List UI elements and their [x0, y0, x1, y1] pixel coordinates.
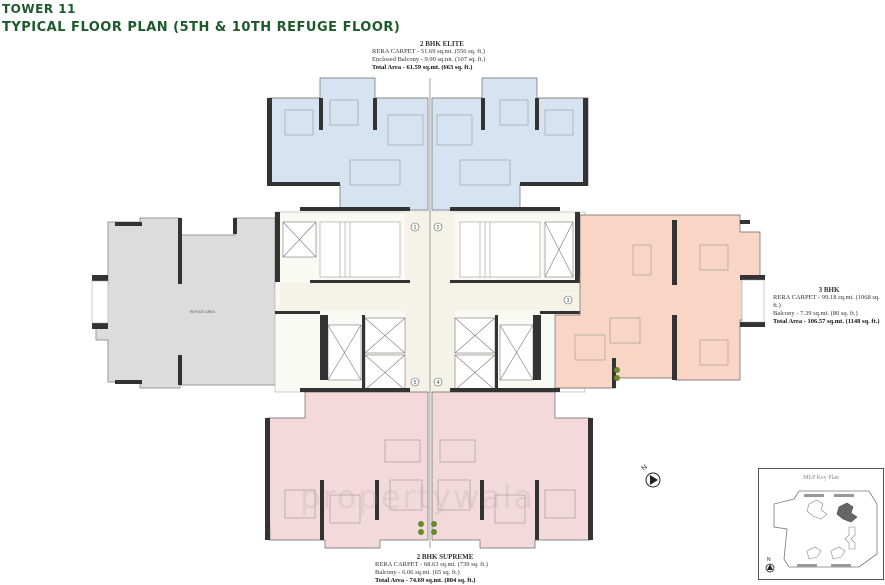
svg-text:1: 1 [414, 225, 417, 231]
elite-name: 2 BHK ELITE [420, 40, 464, 48]
three-bhk-total: Total Area - 106.57 sq.mt. (1148 sq. ft.… [773, 318, 880, 325]
supreme-area-info: 2 BHK SUPREME RERA CARPET - 68.63 sq.mt.… [375, 553, 515, 585]
tower-title: TOWER 11 [2, 2, 76, 16]
svg-text:3: 3 [567, 298, 570, 304]
elite-total: Total Area - 61.59 sq.mt. (663 sq. ft.) [372, 64, 473, 71]
unit-2bhk-elite [267, 77, 589, 211]
unit-3bhk [554, 214, 765, 389]
supreme-carpet: RERA CARPET - 68.63 sq.mt. (739 sq. ft.) [375, 561, 488, 568]
svg-text:2: 2 [437, 225, 440, 231]
plant-icon [418, 521, 437, 535]
key-plan-map: N [765, 490, 878, 573]
key-plan-title: MLP Key Plan [803, 475, 839, 481]
svg-text:N: N [641, 464, 649, 473]
north-compass-icon: N [640, 462, 664, 495]
three-bhk-balcony: Balcony - 7.39 sq.mt. (80 sq. ft.) [773, 310, 858, 317]
svg-text:N: N [767, 557, 771, 563]
svg-text:REFUGE AREA: REFUGE AREA [190, 310, 216, 314]
three-bhk-area-info: 3 BHK RERA CARPET - 99.18 sq.mt. (1068 s… [773, 286, 885, 326]
supreme-balcony: Balcony - 6.06 sq.mt. (65 sq. ft.) [375, 569, 460, 576]
unit-2bhk-supreme [265, 388, 593, 549]
plant-icon [614, 367, 620, 381]
elite-area-info: 2 BHK ELITE RERA CARPET - 51.69 sq.mt. (… [372, 40, 512, 72]
elite-carpet: RERA CARPET - 51.69 sq.mt. (556 sq. ft.) [372, 48, 485, 55]
key-plan: MLP Key Plan N [758, 468, 884, 580]
svg-text:5: 5 [414, 380, 417, 386]
three-bhk-name: 3 BHK [818, 286, 840, 294]
elite-balcony: Enclosed Balcony - 9.90 sq.mt. (107 sq. … [372, 56, 486, 63]
supreme-total: Total Area - 74.69 sq.mt. (804 sq. ft.) [375, 577, 476, 584]
watermark: propertywala [300, 478, 536, 516]
three-bhk-carpet: RERA CARPET - 99.18 sq.mt. (1068 sq. ft.… [773, 294, 880, 309]
supreme-name: 2 BHK SUPREME [416, 553, 474, 561]
plan-title: TYPICAL FLOOR PLAN (5TH & 10TH REFUGE FL… [2, 20, 401, 35]
svg-text:4: 4 [437, 380, 440, 386]
